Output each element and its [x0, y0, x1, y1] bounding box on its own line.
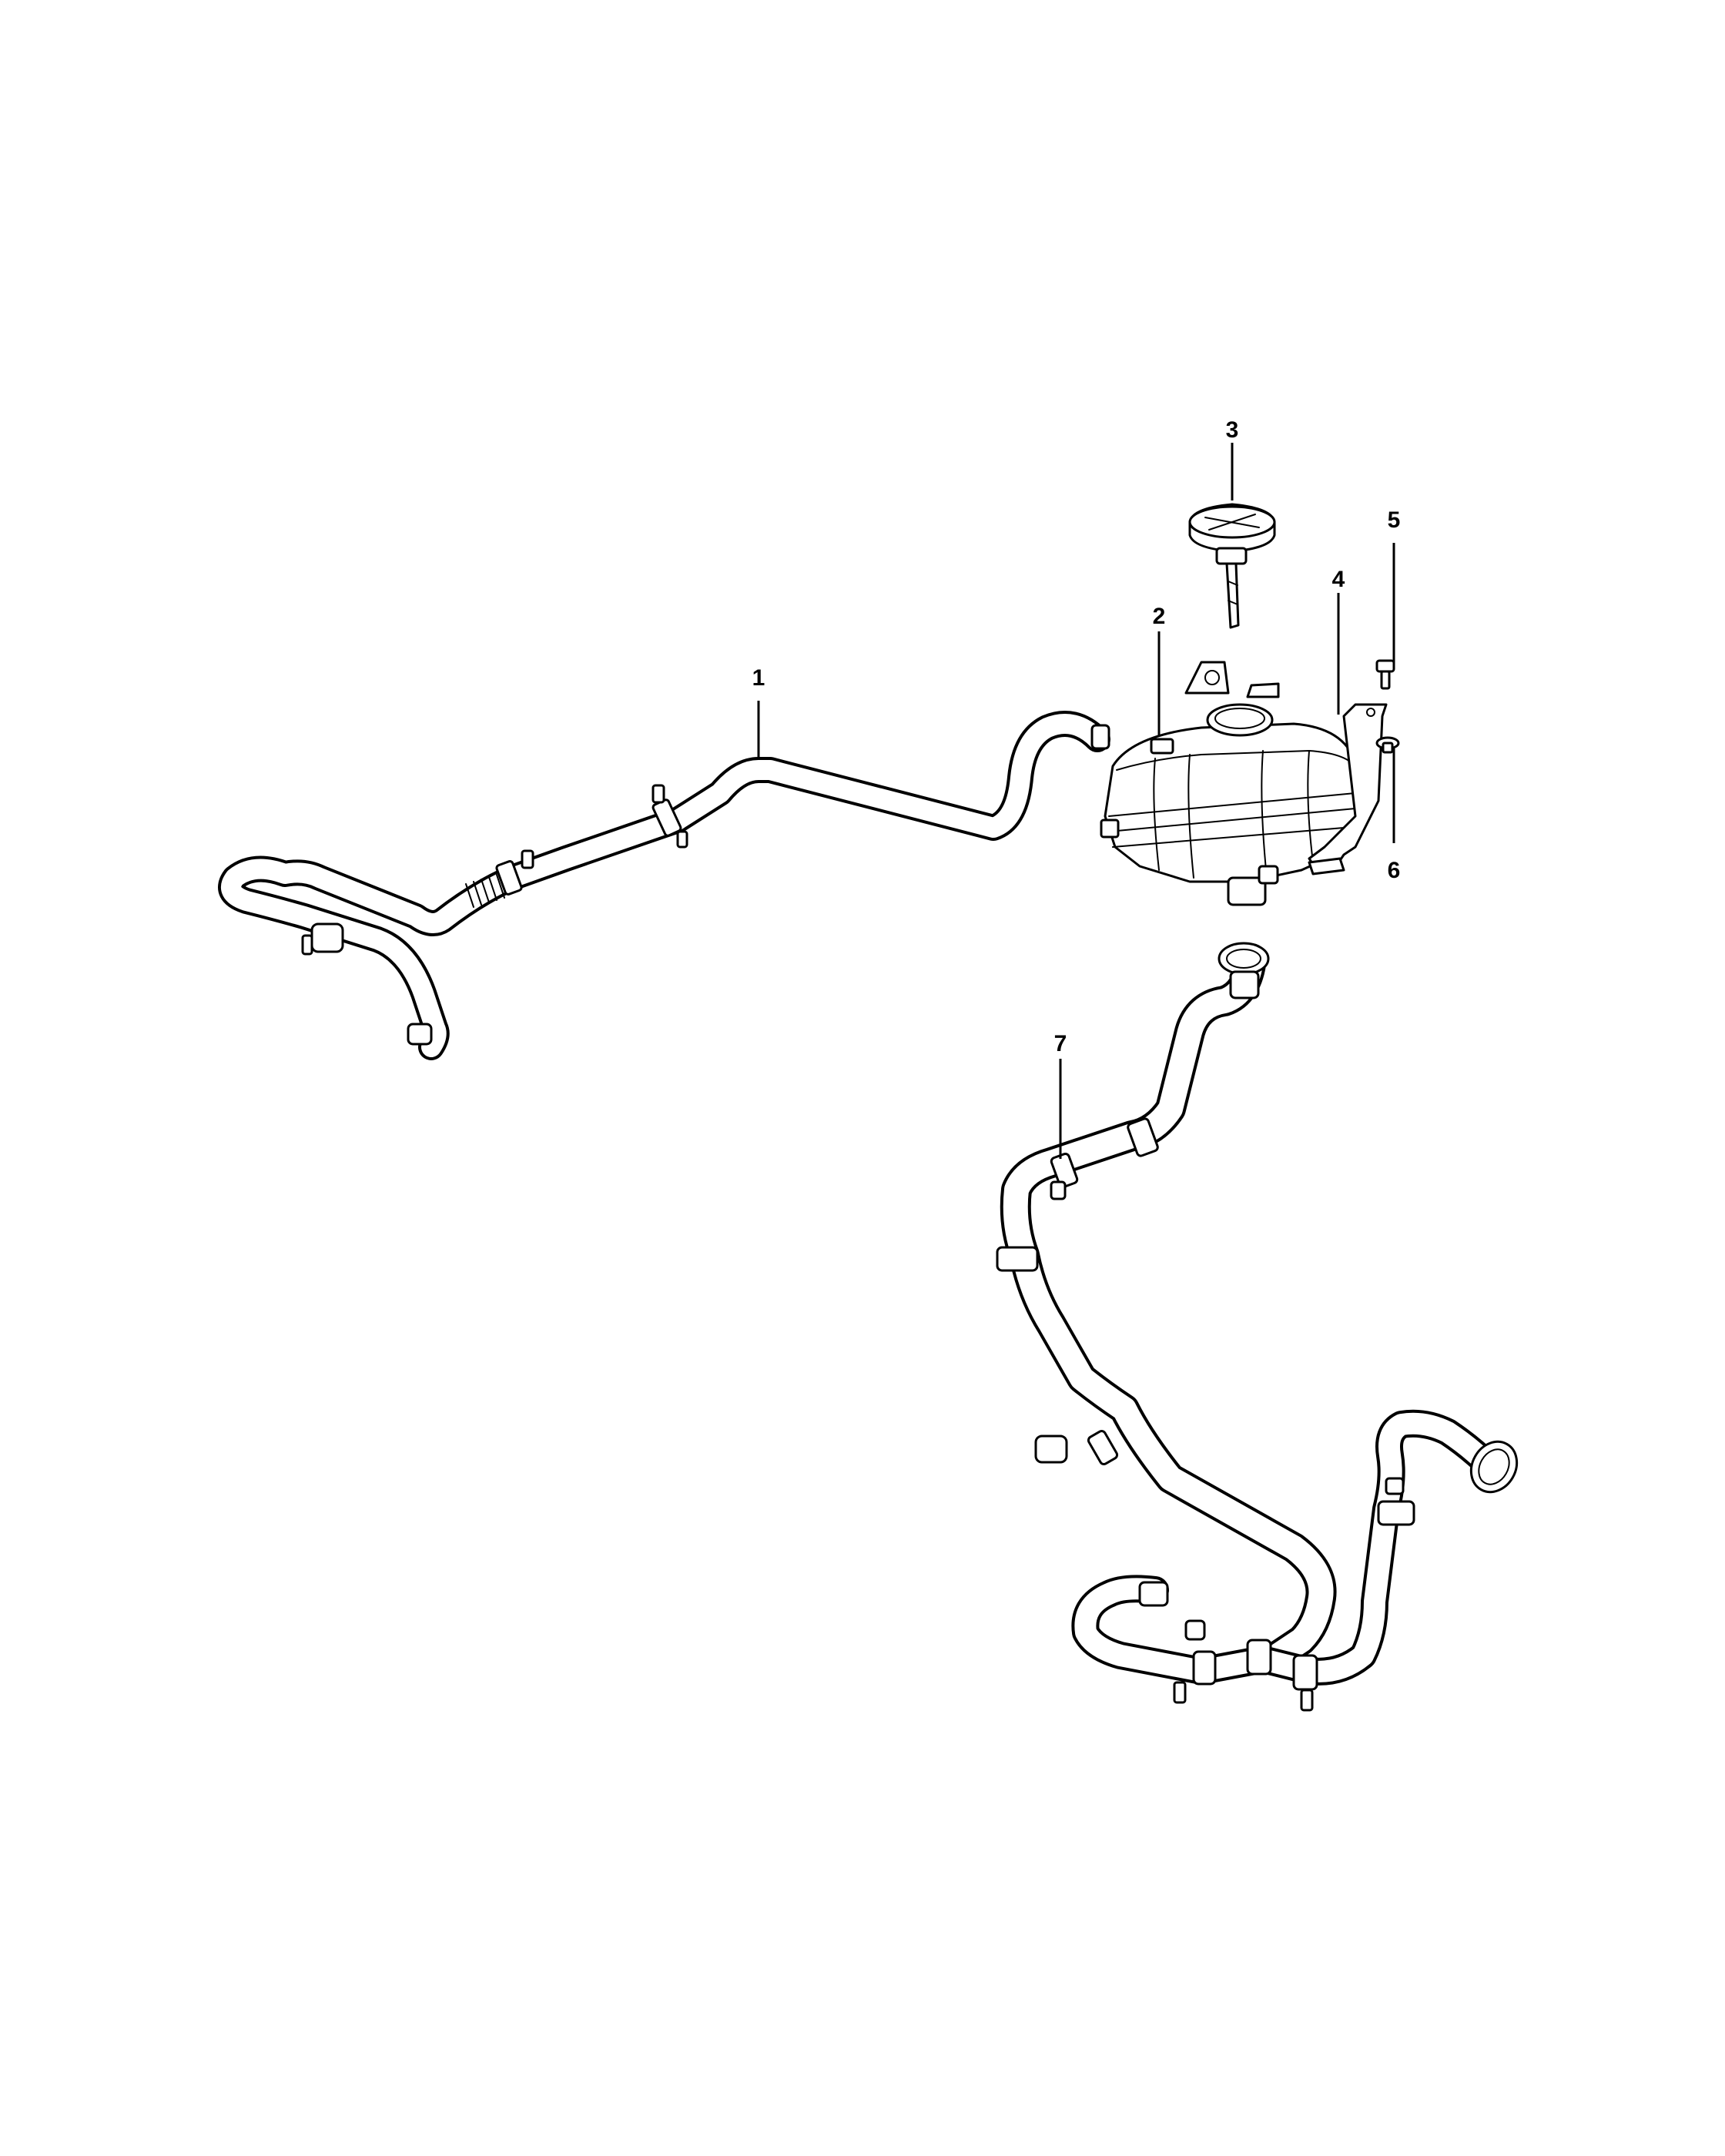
nut-6	[1375, 736, 1400, 754]
callout-3: 3	[1226, 417, 1239, 443]
pressure-cap-3	[1188, 503, 1276, 629]
corrugated-section	[465, 874, 505, 908]
hose-assembly-1	[218, 711, 1110, 1060]
callout-4: 4	[1332, 567, 1345, 592]
callout-5: 5	[1388, 507, 1401, 533]
callout-1: 1	[752, 665, 765, 691]
callout-2: 2	[1153, 604, 1166, 629]
callout-6: 6	[1388, 858, 1401, 883]
callout-7: 7	[1054, 1031, 1067, 1056]
hose-assembly-7	[996, 942, 1519, 1712]
bolt-5	[1375, 659, 1395, 690]
coolant-reservoir-2	[1100, 661, 1361, 906]
hose-clamp	[996, 1117, 1415, 1712]
hose-clip	[301, 784, 688, 1046]
bracket-4	[1308, 703, 1388, 875]
